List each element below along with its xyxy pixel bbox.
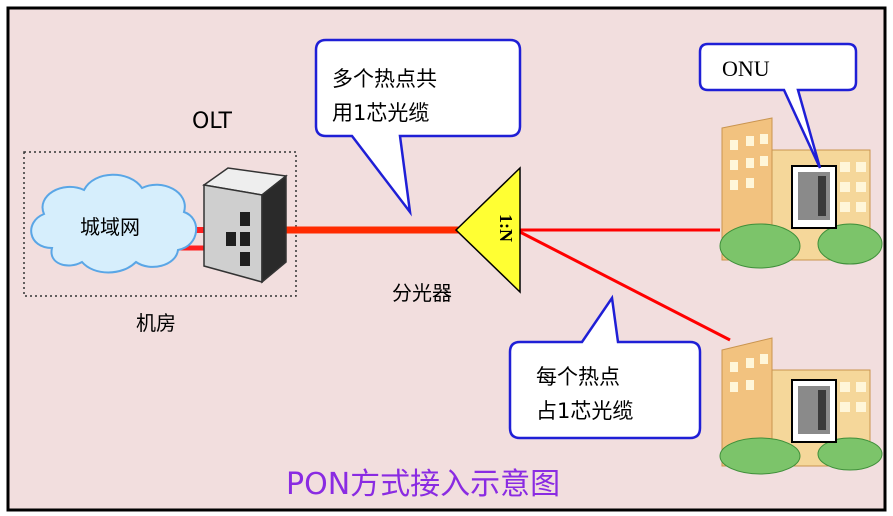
machine-room-label: 机房	[136, 311, 176, 335]
olt-rack-icon	[202, 167, 288, 284]
machine-room-box	[23, 151, 297, 297]
fiber-drop-2	[519, 230, 731, 342]
splitter-label: 分光器	[392, 281, 452, 305]
callout-shared	[314, 38, 522, 217]
callout-each-line1: 每个热点	[536, 365, 620, 389]
onu-device-icon	[791, 165, 837, 229]
splitter-ratio-label: 1:N	[496, 214, 516, 242]
callout-each-line2: 占1芯光缆	[536, 399, 633, 423]
splitter-triangle-icon	[454, 166, 521, 294]
building-icon	[719, 117, 883, 269]
cloud-icon	[30, 173, 198, 274]
callout-onu	[698, 42, 858, 169]
onu-device-icon-2	[791, 379, 837, 443]
onu-label: ONU	[722, 56, 770, 81]
diagram-title: PON方式接入示意图	[286, 467, 560, 502]
olt-label: OLT	[192, 109, 233, 134]
callout-each	[508, 294, 702, 440]
callout-shared-line1: 多个热点共	[332, 67, 437, 91]
cloud-label: 城域网	[80, 215, 140, 239]
callout-shared-line2: 用1芯光缆	[332, 101, 429, 125]
